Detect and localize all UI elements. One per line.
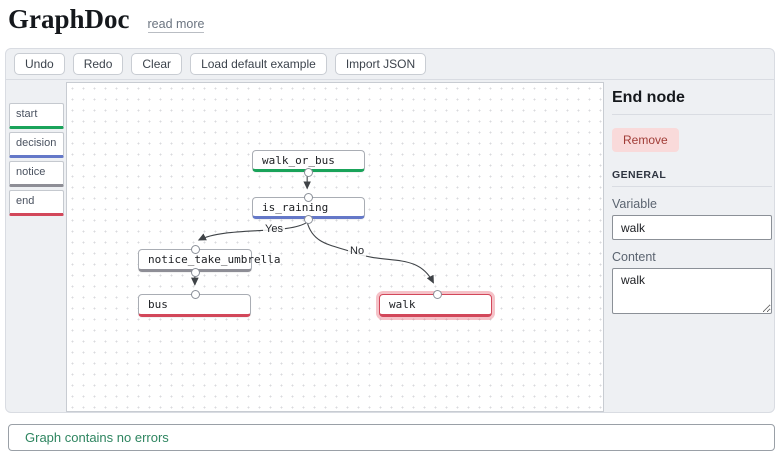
app-title: GraphDoc (8, 4, 130, 35)
palette-item-decision[interactable]: decision (9, 132, 64, 158)
node-palette: start decision notice end (9, 103, 64, 219)
toolbar-button-import-json[interactable]: Import JSON (335, 53, 426, 75)
toolbar-button-load-default-example[interactable]: Load default example (190, 53, 327, 75)
general-section-title: GENERAL (612, 169, 772, 187)
graph-canvas[interactable]: walk_or_busis_rainingnotice_take_umbrell… (66, 82, 604, 412)
toolbar-button-clear[interactable]: Clear (131, 53, 182, 75)
editor-container: Undo Redo Clear Load default example Import … (5, 48, 775, 413)
connection-port[interactable] (191, 290, 200, 299)
status-bar: Graph contains no errors (8, 424, 775, 451)
edge-is_raining-to-notice_take_umbrella[interactable] (199, 222, 307, 240)
connection-port[interactable] (191, 268, 200, 277)
toolbar-button-undo[interactable]: Undo (14, 53, 65, 75)
toolbar-button-redo[interactable]: Redo (73, 53, 124, 75)
edge-label-no: No (348, 245, 366, 257)
status-message: Graph contains no errors (25, 430, 169, 445)
remove-node-button[interactable]: Remove (612, 128, 679, 152)
palette-item-end[interactable]: end (9, 190, 64, 216)
variable-label: Variable (612, 197, 772, 211)
app-header: GraphDoc read more (8, 4, 204, 35)
toolbar: Undo Redo Clear Load default example Import … (6, 49, 774, 80)
content-label: Content (612, 250, 772, 264)
inspector-panel: End node Remove GENERAL Variable Content… (612, 89, 772, 319)
connection-port[interactable] (433, 290, 442, 299)
connection-port[interactable] (191, 245, 200, 254)
connection-port[interactable] (304, 215, 313, 224)
connection-port[interactable] (304, 193, 313, 202)
connection-port[interactable] (304, 168, 313, 177)
content-textarea[interactable]: walk (612, 268, 772, 314)
palette-item-start[interactable]: start (9, 103, 64, 129)
palette-item-notice[interactable]: notice (9, 161, 64, 187)
read-more-link[interactable]: read more (148, 17, 205, 33)
edge-label-yes: Yes (263, 223, 285, 235)
edges-layer (67, 83, 603, 411)
edge-is_raining-to-walk[interactable] (307, 222, 433, 283)
variable-input[interactable] (612, 215, 772, 240)
inspector-title: End node (612, 89, 772, 115)
